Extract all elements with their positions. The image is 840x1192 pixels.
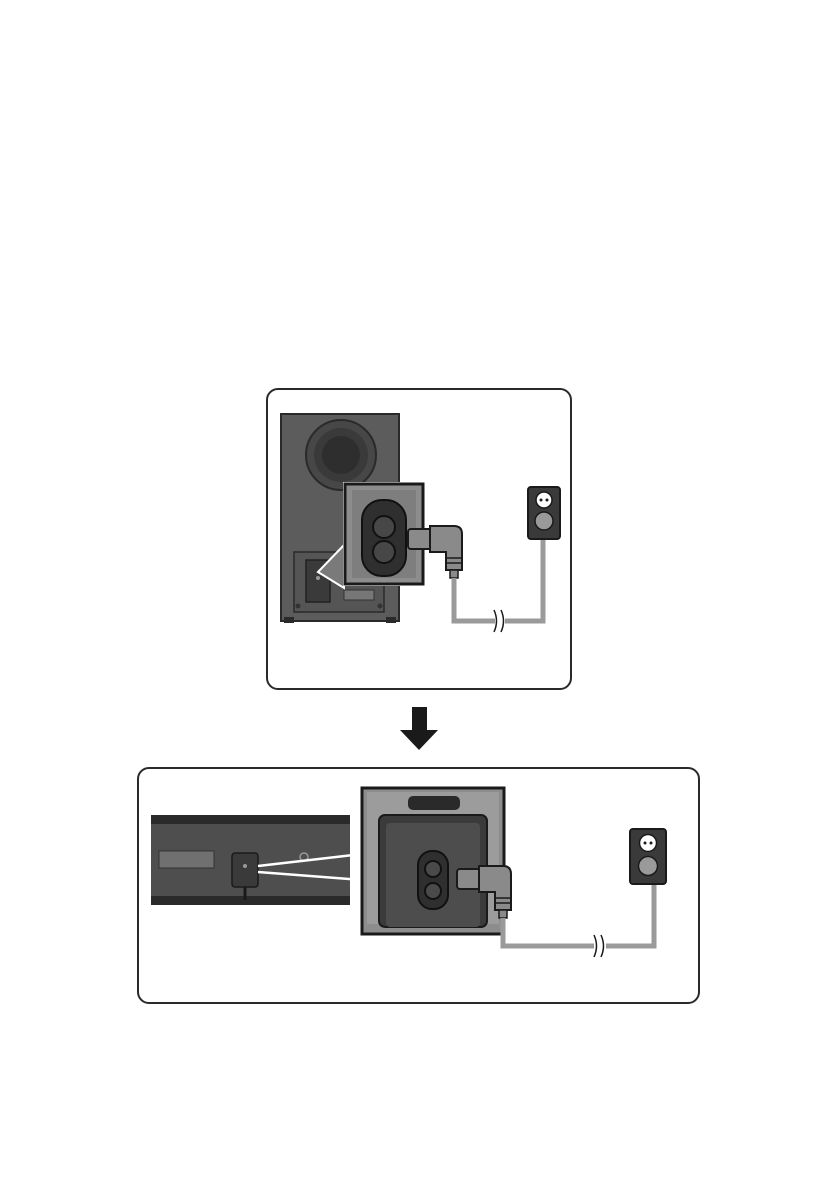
power-cable [454, 532, 543, 632]
wall-outlet-icon [630, 829, 666, 884]
soundbar-socket-callout [360, 786, 506, 936]
cable-break-icon [494, 610, 504, 632]
wall-outlet-icon [528, 487, 560, 539]
soundbar-power-socket-small [232, 853, 258, 887]
figure-8-power-socket-icon [362, 500, 406, 576]
figure-8-power-socket-icon [418, 851, 448, 909]
arrow-down-icon [400, 707, 438, 750]
woofer-driver-icon [306, 420, 376, 490]
soundbar [151, 815, 362, 905]
cable-break-icon [594, 935, 604, 957]
